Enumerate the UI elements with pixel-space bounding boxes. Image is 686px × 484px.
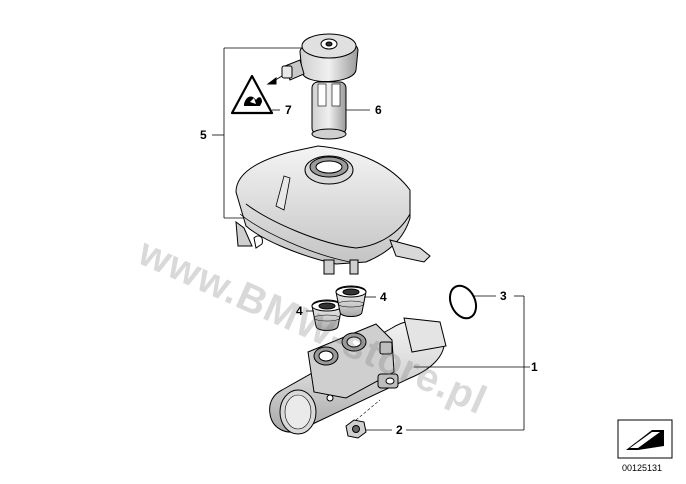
master-cylinder — [269, 317, 447, 435]
callout-1: 1 — [531, 360, 538, 374]
callout-3: 3 — [500, 289, 507, 303]
bracket-1-3 — [406, 295, 525, 431]
callout-2: 2 — [396, 423, 403, 437]
nut-guide — [355, 399, 381, 421]
callout-4-left: 4 — [296, 304, 303, 318]
diagram-reference-icon — [617, 419, 673, 459]
nut — [345, 419, 367, 439]
grommet-left — [311, 299, 343, 331]
callout-5: 5 — [200, 128, 207, 142]
callout-4-right: 4 — [380, 290, 387, 304]
callout-6: 6 — [375, 103, 382, 117]
o-ring — [448, 284, 478, 320]
grommet-right — [335, 285, 367, 317]
pointer-arrow — [266, 75, 283, 85]
bracket-5 — [212, 47, 302, 219]
diagram-id: 00125131 — [622, 463, 663, 473]
fluid-reservoir — [235, 145, 431, 275]
reservoir-cap — [281, 33, 359, 140]
callout-7: 7 — [285, 103, 292, 117]
warning-label — [230, 74, 274, 115]
